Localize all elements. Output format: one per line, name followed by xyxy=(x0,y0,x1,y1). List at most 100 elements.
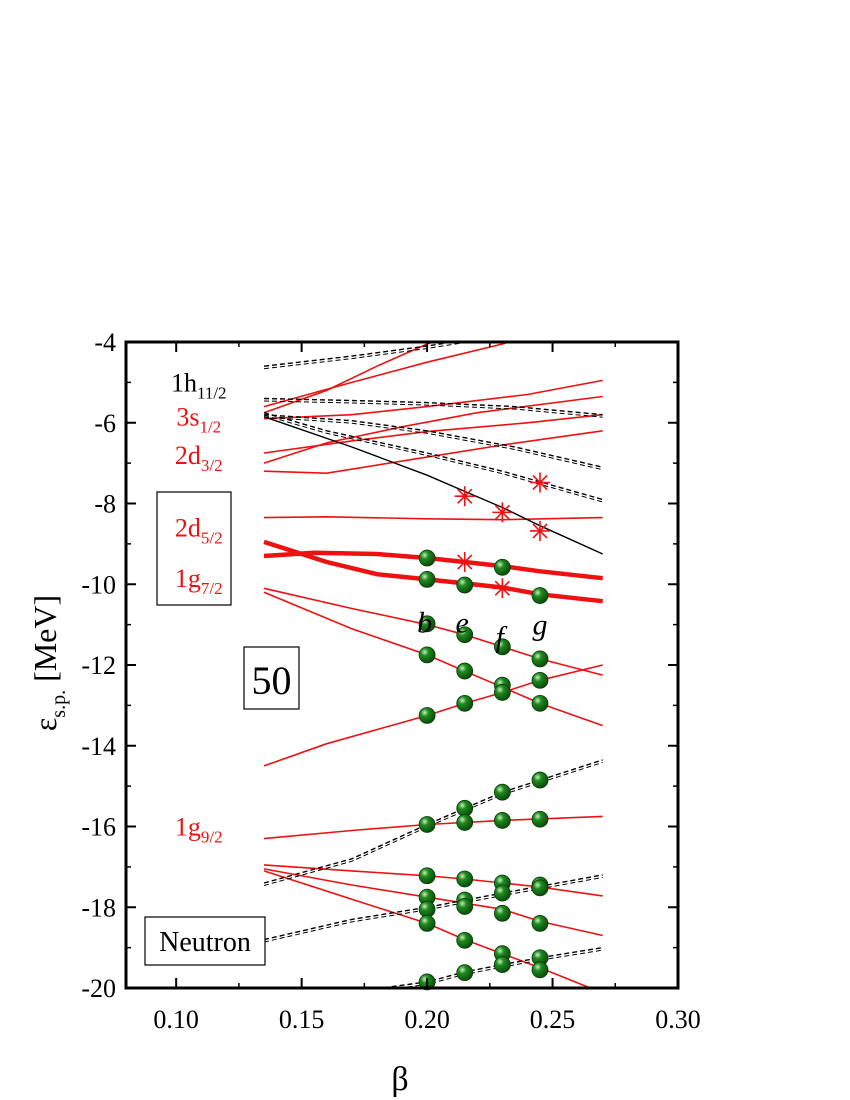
orbital-group-box xyxy=(156,491,232,606)
occupied-point xyxy=(493,904,511,922)
orbital-sub: 9/2 xyxy=(201,828,223,847)
occupied-point xyxy=(456,964,474,982)
orbital-label: 2d3/2 xyxy=(175,441,223,475)
hole-point xyxy=(530,472,550,493)
x-tick-label: 0.20 xyxy=(404,1005,450,1034)
level-line-23-twin xyxy=(396,949,603,988)
x-tick-label: 0.30 xyxy=(655,1005,701,1034)
occupied-point xyxy=(456,814,474,831)
occupied-point xyxy=(456,694,474,712)
occupied-point xyxy=(531,587,549,604)
occupied-point xyxy=(531,650,549,668)
level-line-9 xyxy=(263,587,603,676)
occupied-point xyxy=(531,879,549,897)
occupied-point xyxy=(456,870,474,888)
x-axis-title: β xyxy=(391,1061,408,1098)
level-line-2 xyxy=(263,515,603,521)
level-line-21 xyxy=(263,759,603,884)
orbital-main: 1h xyxy=(171,368,197,397)
orbital-label: 2d5/2 xyxy=(175,514,223,548)
occupied-point xyxy=(418,816,436,833)
orbital-main: 1g xyxy=(175,813,201,842)
occupied-point xyxy=(493,638,511,656)
level-line-3 xyxy=(263,430,603,475)
occupied-point xyxy=(493,684,511,701)
plot-border xyxy=(124,340,680,990)
level-line-18-twin xyxy=(263,416,603,471)
occupied-point xyxy=(418,549,436,567)
orbital-main: 3s xyxy=(176,403,199,432)
orbital-label: 1h11/2 xyxy=(171,368,227,402)
y-tick-label: -20 xyxy=(81,974,116,1003)
y-tick-label: -14 xyxy=(81,732,116,761)
orbital-main: 1g xyxy=(175,564,201,593)
level-line-6 xyxy=(263,379,603,420)
y-tick-label: -16 xyxy=(81,813,116,842)
x-tick-label: 0.15 xyxy=(279,1005,325,1034)
occupied-point xyxy=(531,810,549,828)
orbital-label: 1g7/2 xyxy=(175,564,223,598)
occupied-point xyxy=(493,884,511,902)
plot-frame xyxy=(124,340,680,990)
orbital-label: 3s1/2 xyxy=(176,403,221,437)
case-label: b xyxy=(417,607,432,640)
level-line-19 xyxy=(263,412,603,501)
y-tick-label: -8 xyxy=(94,490,116,519)
shell-gap-box xyxy=(243,646,300,710)
hole-point xyxy=(530,520,550,541)
case-label: g xyxy=(533,609,548,642)
level-line-1 xyxy=(263,550,603,581)
orbital-main: 2d xyxy=(175,514,201,543)
level-line-17-twin xyxy=(263,400,603,418)
level-line-18 xyxy=(263,414,603,468)
y-axis-title-main: ε xyxy=(27,718,63,731)
markers xyxy=(418,472,550,991)
occupied-point xyxy=(493,956,511,973)
occupied-point xyxy=(418,646,436,664)
orbital-sub: 7/2 xyxy=(201,579,223,598)
occupied-point xyxy=(418,615,436,633)
occupied-point xyxy=(531,771,549,789)
level-line-21-twin xyxy=(263,761,603,886)
occupied-point xyxy=(456,799,474,817)
occupied-point xyxy=(493,783,511,801)
occupied-point xyxy=(493,812,511,829)
occupied-point xyxy=(493,558,511,576)
orbital-main: 2d xyxy=(175,441,201,470)
y-tick-label: -12 xyxy=(81,651,116,680)
occupied-point xyxy=(418,900,436,918)
x-tick-label: 0.25 xyxy=(530,1005,576,1034)
occupied-point xyxy=(418,571,436,588)
occupied-point xyxy=(531,915,549,932)
y-axis-title-sub: s.p. xyxy=(48,690,70,718)
orbital-sub: 5/2 xyxy=(201,529,223,548)
orbital-sub: 11/2 xyxy=(197,383,227,402)
nucleon-label: Neutron xyxy=(159,927,251,958)
y-tick-label: -10 xyxy=(81,570,116,599)
occupied-point xyxy=(418,867,436,885)
y-axis-title-unit: [MeV] xyxy=(27,595,63,682)
y-tick-label: -4 xyxy=(94,328,116,357)
nucleon-box xyxy=(144,916,266,966)
occupied-point xyxy=(531,961,549,979)
hole-point xyxy=(492,578,513,599)
orbital-sub: 1/2 xyxy=(199,418,221,437)
hole-point xyxy=(454,486,475,507)
occupied-point xyxy=(531,694,549,712)
level-line-16 xyxy=(263,342,457,367)
occupied-point xyxy=(418,707,436,724)
occupied-point xyxy=(456,662,474,680)
shell-gap-label: 50 xyxy=(252,658,292,703)
orbital-label: 1g9/2 xyxy=(175,813,223,847)
occupied-point xyxy=(456,898,474,915)
level-line-17 xyxy=(263,397,603,416)
y-tick-label: -6 xyxy=(94,409,116,438)
y-axis-title: εs.p. [MeV] xyxy=(27,595,70,731)
hole-point xyxy=(492,502,513,523)
level-line-19-twin xyxy=(263,414,603,503)
orbital-sub: 3/2 xyxy=(201,456,223,475)
